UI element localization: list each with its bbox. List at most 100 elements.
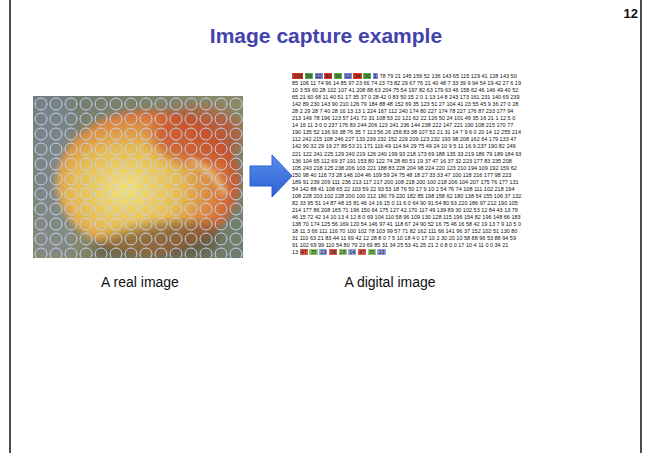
sample-circle (125, 248, 137, 258)
sample-circle (200, 248, 212, 258)
sample-circle (110, 218, 122, 230)
slide-border (640, 0, 642, 453)
caption: A real image (40, 274, 240, 290)
pixel-value-highlight: 12 (315, 73, 323, 79)
sample-circle (185, 218, 197, 230)
arrow-symbol (250, 155, 292, 197)
sample-circle (125, 128, 137, 140)
sample-circle (170, 203, 182, 215)
sample-circle (200, 143, 212, 155)
pixel-value-highlight: 30 (363, 73, 371, 79)
sample-circle (65, 173, 77, 185)
sample-circle (230, 128, 242, 140)
sample-circle (50, 98, 62, 110)
sample-circle (170, 98, 182, 110)
sample-circle (110, 158, 122, 170)
sample-circle (95, 158, 107, 170)
sample-circle (50, 203, 62, 215)
sample-circle (140, 143, 152, 155)
sample-circle (215, 233, 227, 245)
sample-circle (125, 203, 137, 215)
sample-circle (215, 188, 227, 200)
sample-circle (140, 203, 152, 215)
sample-circle (185, 113, 197, 125)
sample-circle (65, 203, 77, 215)
sample-circle (185, 173, 197, 185)
sample-circle (140, 128, 152, 140)
sample-circle (155, 128, 167, 140)
sample-circle (155, 218, 167, 230)
sample-circle (50, 248, 62, 258)
sample-circle (95, 143, 107, 155)
sample-circle (80, 173, 92, 185)
sample-circle (125, 143, 137, 155)
pixel-value-highlight: 35 (309, 249, 317, 255)
sample-circle (140, 113, 152, 125)
sample-circle (95, 248, 107, 258)
sample-circle (200, 113, 212, 125)
sample-circle (65, 128, 77, 140)
sample-circle (185, 158, 197, 170)
sample-circle (110, 98, 122, 110)
pixel-value-highlight: 35 (368, 249, 376, 255)
sample-circle (125, 218, 137, 230)
sample-circle (140, 188, 152, 200)
sample-circle (185, 128, 197, 140)
pixel-value-highlight: 56 (334, 73, 342, 79)
pixel-value-highlight: 47 (300, 249, 308, 255)
sample-circle (200, 98, 212, 110)
sample-circle (170, 113, 182, 125)
sample-circle (80, 113, 92, 125)
sample-circle (170, 188, 182, 200)
sample-circle (95, 233, 107, 245)
sample-circle (125, 188, 137, 200)
sample-circle (230, 173, 242, 185)
sample-circle (35, 233, 47, 245)
sample-circle (155, 173, 167, 185)
sample-circle (35, 188, 47, 200)
sample-circle (95, 203, 107, 215)
sample-circle (35, 218, 47, 230)
sample-circle (50, 128, 62, 140)
sample-circle (80, 143, 92, 155)
sample-circle (35, 143, 47, 155)
sample-circle (200, 158, 212, 170)
sample-circle (50, 173, 62, 185)
sample-circle (95, 98, 107, 110)
pixel-value-highlight: 12 (344, 73, 352, 79)
sample-circle (65, 98, 77, 110)
sample-circle (50, 218, 62, 230)
sample-circle (65, 113, 77, 125)
sample-circle (215, 143, 227, 155)
sample-circle (125, 233, 137, 245)
pixel-value-highlight: 103 (292, 73, 303, 79)
slide-title: Image capture example (0, 24, 652, 48)
sample-circle (50, 158, 62, 170)
sample-circle (125, 113, 137, 125)
sample-circle (95, 113, 107, 125)
sample-circle (50, 188, 62, 200)
sample-circle (140, 158, 152, 170)
sample-circle (110, 188, 122, 200)
sample-circle (155, 158, 167, 170)
sample-circle (65, 188, 77, 200)
sample-circle (140, 218, 152, 230)
sample-circle (110, 128, 122, 140)
sample-circle (185, 188, 197, 200)
sample-circle (65, 158, 77, 170)
sample-circle (65, 218, 77, 230)
sample-circle (35, 113, 47, 125)
sample-circle (80, 218, 92, 230)
sample-circle (170, 158, 182, 170)
pixel-value-highlight: 28 (339, 249, 347, 255)
sample-circle (215, 113, 227, 125)
sample-circle (65, 143, 77, 155)
sample-circle (80, 128, 92, 140)
sample-circle (80, 203, 92, 215)
sample-circle (110, 233, 122, 245)
sample-circle (200, 128, 212, 140)
sample-circle (215, 173, 227, 185)
sample-circle (155, 233, 167, 245)
caption: A digital image (300, 274, 480, 290)
sample-circle (170, 218, 182, 230)
